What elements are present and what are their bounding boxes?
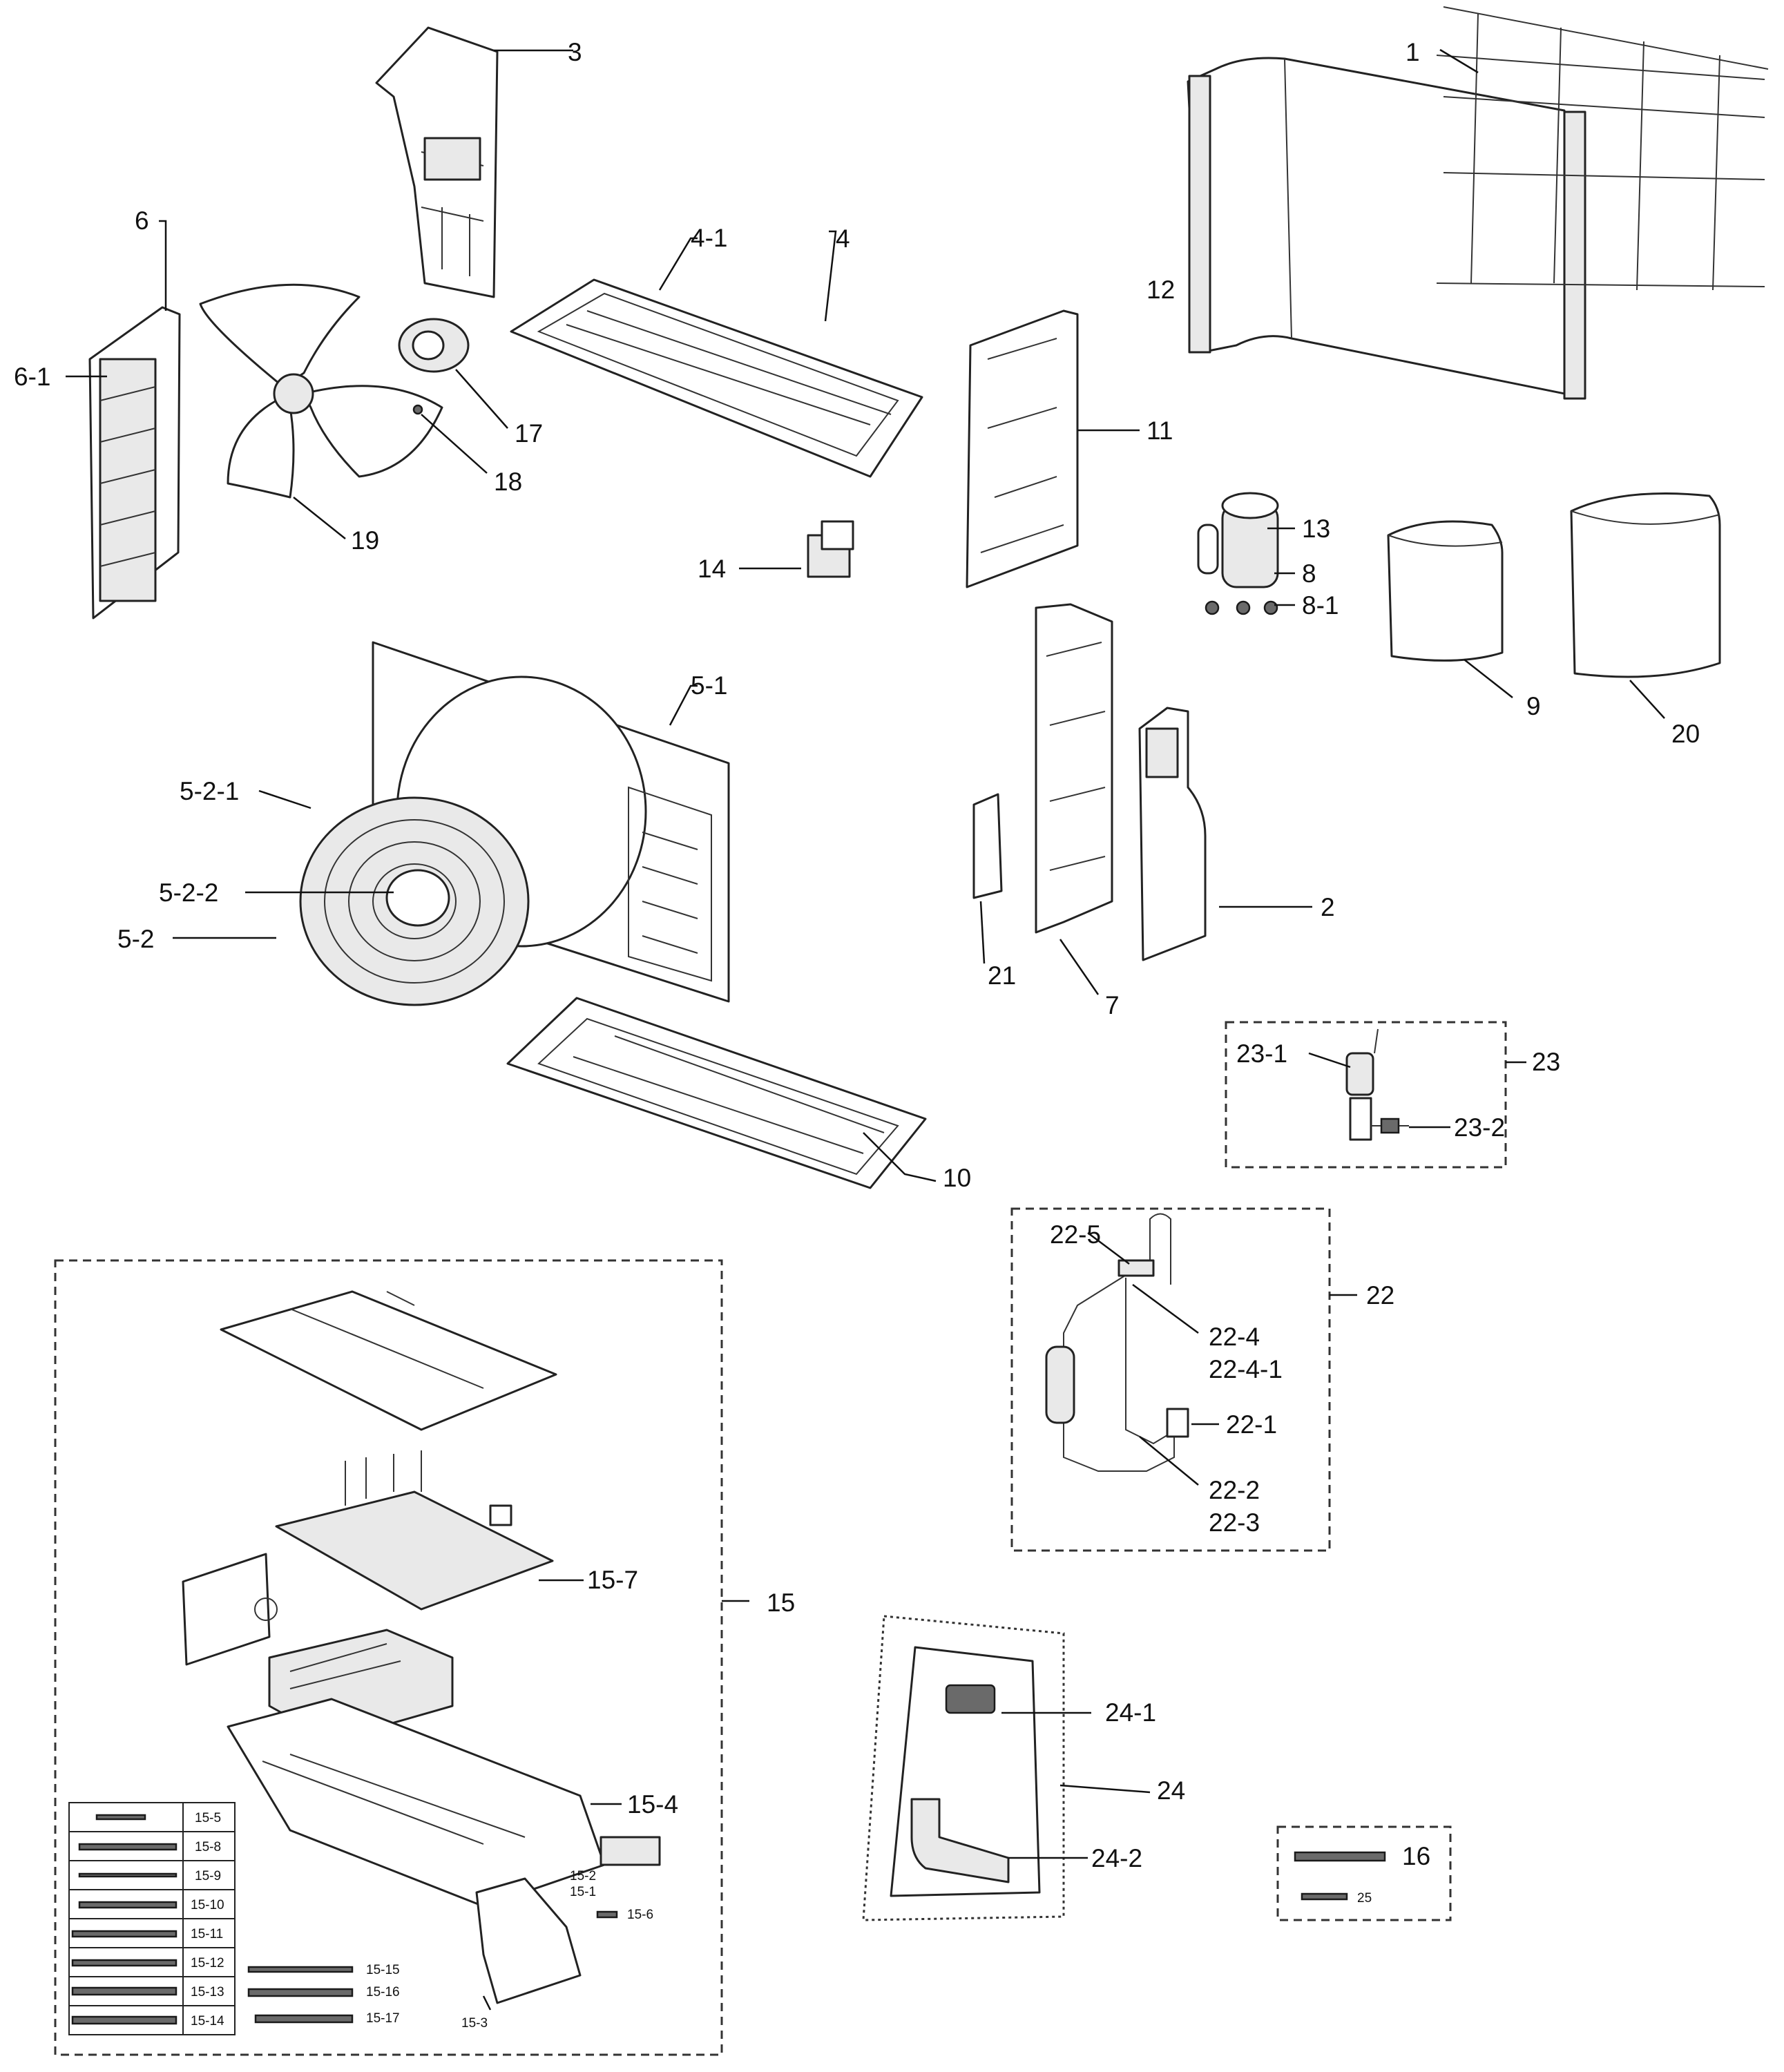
callout-20: 20: [1671, 720, 1700, 748]
cable-15-14: 15-14: [191, 2014, 224, 2028]
callout-24-2: 24-2: [1091, 1844, 1142, 1872]
drain-cap: [945, 1684, 996, 1714]
cable-15-11: 15-11: [191, 1927, 223, 1941]
cable-15-15: 15-15: [366, 1963, 400, 1977]
callout-15-6: 15-6: [627, 1908, 653, 1922]
callout-15-4: 15-4: [627, 1790, 678, 1819]
callout-4-1: 4-1: [691, 224, 727, 252]
group-23-box: [1225, 1021, 1507, 1169]
motor-bracket: [375, 26, 499, 298]
sound-jacket-9: [1387, 520, 1504, 662]
callout-16: 16: [1402, 1842, 1430, 1870]
callout-19: 19: [351, 526, 379, 555]
base-pan: [506, 997, 927, 1189]
callout-6: 6: [135, 207, 149, 235]
cable-15-13: 15-13: [191, 1985, 224, 1999]
valve-cover: [1138, 707, 1207, 961]
side-bracket-11: [966, 309, 1079, 588]
fan-grille: [299, 796, 530, 1006]
cable-15-8: 15-8: [195, 1840, 221, 1854]
callout-1: 1: [1406, 38, 1420, 66]
callout-18: 18: [494, 468, 522, 496]
pcb-board: [275, 1450, 554, 1611]
callout-23-1: 23-1: [1236, 1039, 1287, 1068]
group-15-box: [54, 1259, 723, 2056]
callout-2: 2: [1321, 893, 1335, 921]
callout-7: 7: [1105, 991, 1120, 1019]
reactor: [807, 520, 854, 578]
callout-15: 15: [767, 1589, 795, 1617]
sound-jacket-20: [1570, 492, 1721, 678]
callout-14: 14: [698, 555, 726, 583]
callout-22-4: 22-4: [1209, 1323, 1260, 1351]
cable-15-10: 15-10: [191, 1898, 224, 1912]
cable-15-5: 15-5: [195, 1811, 221, 1825]
group-24-box: [862, 1615, 1065, 1921]
callout-9: 9: [1526, 692, 1541, 720]
piping-22: [1045, 1213, 1189, 1472]
callout-11: 11: [1147, 416, 1173, 445]
drain-elbow: [910, 1798, 1010, 1883]
callout-17: 17: [515, 419, 543, 448]
callout-22: 22: [1366, 1281, 1394, 1310]
terminal-board: [182, 1553, 278, 1666]
screw-16: [1294, 1851, 1386, 1862]
screw-25: [1301, 1892, 1348, 1901]
callout-8: 8: [1302, 559, 1316, 588]
callout-15-1: 15-1: [570, 1885, 596, 1899]
control-box-housing: [227, 1698, 606, 1908]
callout-25: 25: [1357, 1891, 1372, 1906]
callout-21: 21: [988, 961, 1016, 990]
top-cover: [510, 278, 923, 478]
callout-23-2: 23-2: [1454, 1113, 1505, 1142]
cable-table: 15-5 15-8 15-9 15-10 15-11 15-12 15-13 1…: [68, 1802, 236, 2035]
callout-15-3: 15-3: [461, 2016, 488, 2031]
compressor: [1197, 492, 1279, 615]
cable-15-9: 15-9: [195, 1869, 221, 1883]
callout-22-1: 22-1: [1226, 1410, 1277, 1439]
control-box-cover: [220, 1290, 557, 1431]
cable-15-12: 15-12: [191, 1956, 224, 1970]
callout-24: 24: [1157, 1776, 1185, 1805]
cable-15-17: 15-17: [366, 2011, 400, 2026]
group-22-box: [1010, 1207, 1331, 1552]
callout-12: 12: [1147, 276, 1175, 304]
small-bracket: [972, 793, 1003, 899]
callout-22-5: 22-5: [1050, 1220, 1101, 1249]
callout-8-1: 8-1: [1302, 591, 1339, 620]
callout-22-2: 22-2: [1209, 1476, 1260, 1504]
callout-5-2-1: 5-2-1: [180, 777, 239, 805]
callout-22-4-1: 22-4-1: [1209, 1355, 1283, 1383]
callout-5-2-2: 5-2-2: [159, 879, 218, 907]
callout-15-2: 15-2: [570, 1869, 596, 1883]
callout-24-1: 24-1: [1105, 1698, 1156, 1727]
callout-22-3: 22-3: [1209, 1508, 1260, 1537]
valve-23: [1345, 1028, 1409, 1141]
callout-15-7: 15-7: [587, 1566, 638, 1594]
control-box-bracket: [475, 1877, 582, 2004]
callout-6-1: 6-1: [14, 363, 50, 391]
fan-motor: [398, 318, 470, 373]
condenser-coil: [1187, 57, 1586, 400]
nut-18: [412, 404, 423, 415]
fan-blade: [199, 283, 443, 499]
group-16-box: [1276, 1825, 1452, 1921]
callout-23: 23: [1532, 1048, 1560, 1076]
callout-13: 13: [1302, 515, 1330, 543]
callout-5-2: 5-2: [117, 925, 154, 953]
callout-10: 10: [943, 1164, 971, 1192]
callout-3: 3: [568, 38, 582, 66]
rear-grille: [1436, 6, 1769, 291]
valve-bracket: [1035, 603, 1113, 934]
side-panel: [88, 306, 181, 620]
cable-15-16: 15-16: [366, 1985, 400, 1999]
callout-4: 4: [836, 224, 850, 253]
callout-5-1: 5-1: [691, 671, 727, 700]
